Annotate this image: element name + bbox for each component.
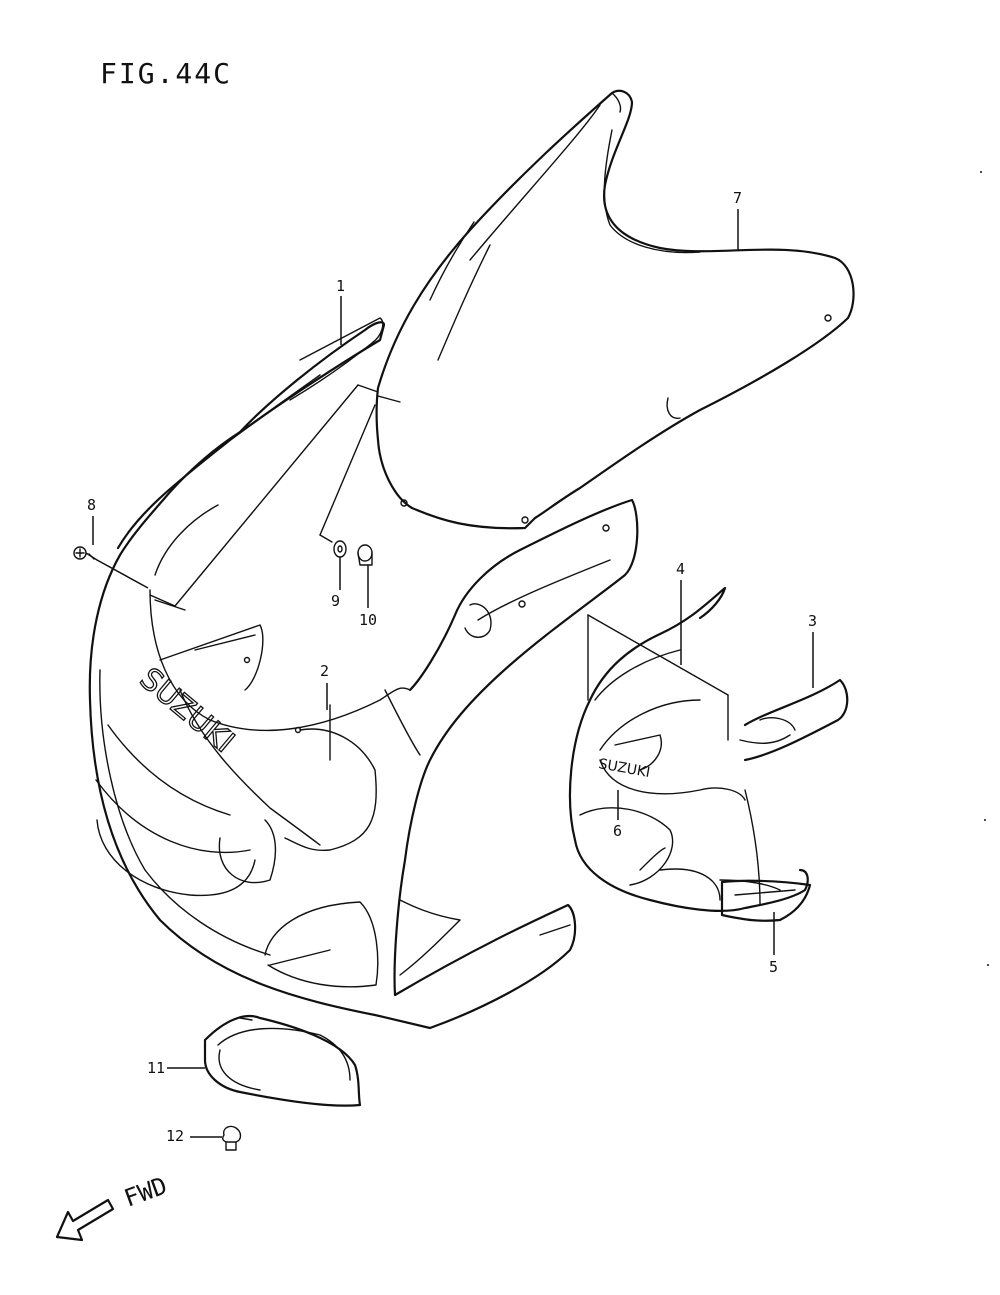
headlight-ring bbox=[203, 1014, 362, 1107]
svg-text:3: 3 bbox=[808, 612, 817, 630]
svg-text:11: 11 bbox=[147, 1059, 165, 1077]
callout-12: 12 bbox=[166, 1127, 222, 1145]
svg-text:12: 12 bbox=[166, 1127, 184, 1145]
screw bbox=[73, 546, 98, 561]
svg-text:1: 1 bbox=[336, 277, 345, 295]
svg-text:8: 8 bbox=[87, 496, 96, 514]
figure-title: FIG.44C bbox=[100, 57, 232, 90]
windscreen bbox=[375, 89, 855, 530]
callout-4: 4 bbox=[676, 560, 685, 665]
svg-text:5: 5 bbox=[769, 958, 778, 976]
callout-11: 11 bbox=[147, 1059, 205, 1077]
callout-10: 10 bbox=[359, 565, 377, 629]
callout-5: 5 bbox=[769, 912, 778, 976]
fwd-label: FWD bbox=[120, 1171, 170, 1212]
callout-1: 1 bbox=[336, 277, 345, 345]
callout-6: 6 bbox=[613, 790, 622, 840]
callout-8: 8 bbox=[87, 496, 149, 589]
svg-text:10: 10 bbox=[359, 611, 377, 629]
callout-2: 2 bbox=[320, 662, 329, 710]
callout-9: 9 bbox=[331, 557, 341, 610]
clip bbox=[222, 1125, 242, 1151]
callout-3: 3 bbox=[808, 612, 817, 688]
suzuki-logo-alt: SUZUKI bbox=[597, 756, 651, 781]
svg-text:6: 6 bbox=[613, 822, 622, 840]
alt-fairing: SUZUKI bbox=[568, 586, 849, 912]
nut bbox=[357, 544, 373, 566]
inner-panel bbox=[149, 317, 384, 611]
svg-text:4: 4 bbox=[676, 560, 685, 578]
forward-arrow: FWD bbox=[55, 1171, 171, 1242]
svg-text:2: 2 bbox=[320, 662, 329, 680]
upper-fairing: SUZUKI bbox=[88, 321, 639, 1030]
callout-7: 7 bbox=[733, 189, 742, 250]
lower-spoiler bbox=[720, 879, 812, 922]
svg-text:9: 9 bbox=[331, 592, 340, 610]
suzuki-logo-main: SUZUKI bbox=[133, 661, 241, 759]
washer bbox=[333, 540, 347, 558]
svg-text:7: 7 bbox=[733, 189, 742, 207]
